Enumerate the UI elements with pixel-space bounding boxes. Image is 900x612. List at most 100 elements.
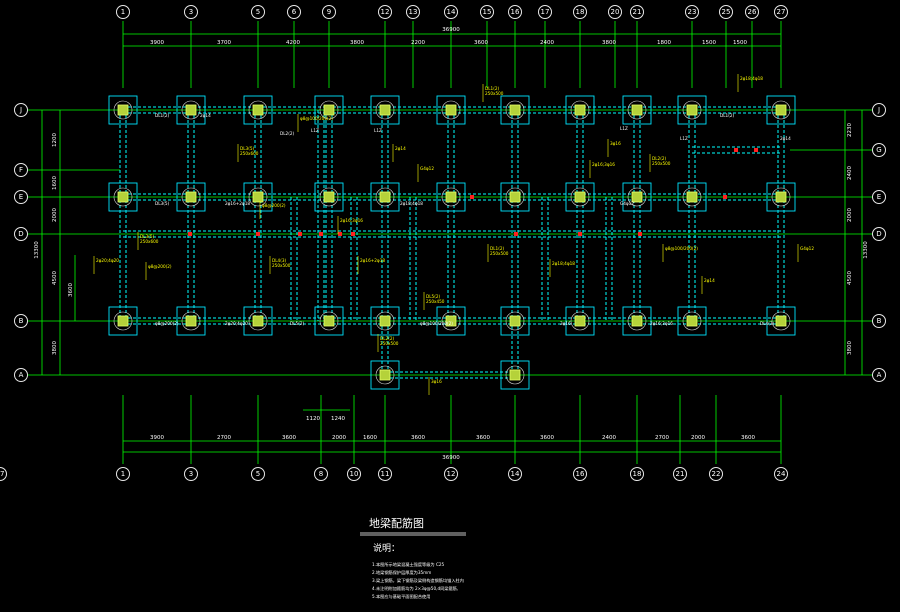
beam-label: φ8@100/200(2) — [665, 246, 698, 251]
axis-bubble-label: 20 — [611, 8, 620, 16]
column-core — [445, 191, 457, 203]
pile-circle — [441, 311, 461, 331]
column-symbol — [565, 95, 595, 125]
column-outline — [436, 306, 466, 336]
axis-bubble: B — [14, 314, 28, 328]
pile-circle — [248, 311, 268, 331]
axis-bubble: 23 — [685, 5, 699, 19]
axis-bubble: 12 — [378, 5, 392, 19]
column-symbol — [436, 182, 466, 212]
column-symbol — [108, 95, 138, 125]
column-outline — [243, 182, 273, 212]
beam-lines — [119, 106, 785, 379]
axis-bubble-label: 24 — [777, 470, 786, 478]
dim-total-bottom: 36900 — [442, 455, 460, 461]
axis-bubble-label: 12 — [381, 8, 390, 16]
axis-bubble-circle — [872, 190, 886, 204]
axis-bubble-circle — [709, 467, 723, 481]
column-core — [445, 315, 457, 327]
pile-circle — [627, 311, 647, 331]
column-core — [509, 315, 521, 327]
dim-top: 3900 — [150, 40, 164, 46]
beam-label: 3φ16 — [610, 141, 621, 146]
axis-bubble-circle — [774, 5, 788, 19]
dim-right: 2230 — [847, 123, 853, 137]
axis-bubble: 10 — [347, 467, 361, 481]
column-outline — [176, 306, 206, 336]
column-core — [509, 369, 521, 381]
beam-annotations: DL1(2)250x5002φ18;4φ18φ8@100/200(2)2φ14G… — [93, 74, 814, 395]
axis-bubble-label: 10 — [350, 470, 359, 478]
column-symbol — [565, 306, 595, 336]
column-outline — [436, 182, 466, 212]
column-outline — [565, 306, 595, 336]
axis-bubble: 5 — [251, 467, 265, 481]
axis-bubble: F — [14, 163, 28, 177]
dim-top: 4200 — [286, 40, 300, 46]
rebar-mark — [188, 232, 192, 236]
column-outline — [565, 182, 595, 212]
beam-label: 3φ16 — [431, 379, 442, 384]
axis-bubble-circle — [322, 5, 336, 19]
column-symbol — [370, 306, 400, 336]
note-line-4: 4.未注明附加箍筋均为 2×3φ@50,d同梁箍筋, — [372, 585, 458, 592]
column-core — [509, 104, 521, 116]
rebar-mark — [319, 232, 323, 236]
axis-bubble-circle — [872, 103, 886, 117]
rebar-count: φ8@200(2) — [155, 321, 179, 326]
column-outline — [766, 306, 796, 336]
column-outline — [500, 95, 530, 125]
axis-bubble-circle — [314, 467, 328, 481]
axis-bubble: D — [872, 227, 886, 241]
dim-top: 2400 — [540, 40, 554, 46]
axis-bubble-label: A — [877, 371, 882, 379]
rebar-count: 2φ20;4φ20 — [225, 321, 248, 326]
pile-circle — [627, 187, 647, 207]
axis-bubble-label: 6 — [292, 8, 297, 16]
dim-right: 2400 — [847, 166, 853, 180]
rebar-count: DL4(3) — [760, 321, 775, 326]
column-core — [574, 191, 586, 203]
column-symbol — [370, 95, 400, 125]
axis-bubble: 14 — [508, 467, 522, 481]
beam-label: 250x450 — [426, 299, 445, 304]
pile-circle — [627, 100, 647, 120]
column-core — [117, 315, 129, 327]
axis-bubble-label: 8 — [319, 470, 323, 478]
axis-bubble-circle — [14, 314, 28, 328]
dim-bottom: 3600 — [476, 435, 490, 441]
axis-bubble-circle — [184, 5, 198, 19]
axis-bubble-circle — [378, 5, 392, 19]
column-symbol — [436, 95, 466, 125]
axis-bubble-circle — [287, 5, 301, 19]
axis-bubble: 24 — [774, 467, 788, 481]
column-symbol — [370, 182, 400, 212]
pile-circle — [181, 100, 201, 120]
dim-bottom: 3600 — [741, 435, 755, 441]
axis-bubble-label: 12 — [447, 470, 456, 478]
axis-bubble-label: 18 — [576, 8, 585, 16]
dim-top: 1500 — [733, 40, 747, 46]
beam-label: 2φ16+2φ18 — [360, 258, 385, 263]
column-core — [686, 191, 698, 203]
axis-bubble: 5 — [251, 5, 265, 19]
rebar-count: DL5(2) — [290, 321, 305, 326]
column-symbol — [243, 95, 273, 125]
column-outline — [500, 306, 530, 336]
axis-bubble: 16 — [508, 5, 522, 19]
pile-circle — [375, 100, 395, 120]
axis-bubble-circle — [745, 5, 759, 19]
pile-circle — [570, 187, 590, 207]
pile-circle — [319, 187, 339, 207]
axis-bubble: 27 — [0, 467, 7, 481]
axis-bubble: 1 — [116, 5, 130, 19]
beam-label: DL1(2) — [490, 246, 505, 251]
pile-circle — [248, 187, 268, 207]
rebar-count: 3φ16 — [560, 321, 571, 326]
pile-circle — [771, 100, 791, 120]
drawing-title: 地梁配筋图 — [369, 516, 424, 530]
beam-label: 2φ14 — [395, 146, 406, 151]
axis-bubble-label: 13 — [409, 8, 418, 16]
column-core — [323, 191, 335, 203]
